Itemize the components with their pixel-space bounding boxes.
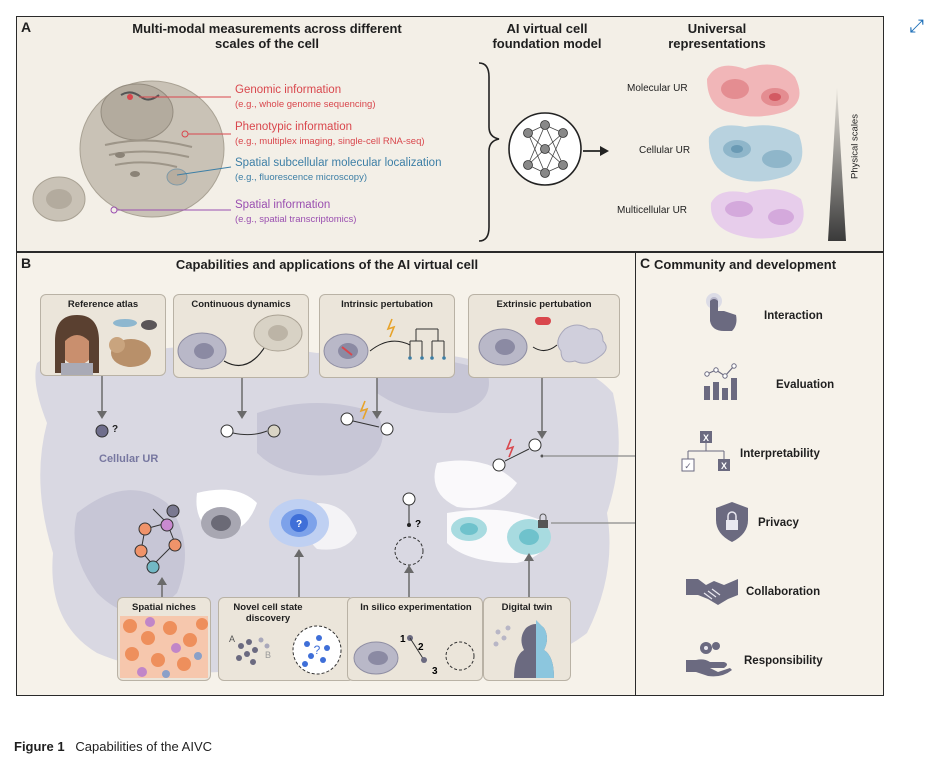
panel-b-title: Capabilities and applications of the AI … bbox=[175, 257, 479, 272]
extrinsic-illustration bbox=[478, 317, 607, 366]
card-extrinsic-perturbation-title: Extrinsic pertubation bbox=[496, 299, 592, 310]
info-genomic-sub: (e.g., whole genome sequencing) bbox=[235, 99, 376, 110]
info-spatial-sub: (e.g., spatial transcriptomics) bbox=[235, 214, 357, 225]
tree-check: ✓ bbox=[684, 461, 692, 471]
bar-chart-evaluation-icon bbox=[704, 363, 737, 400]
decision-tree-icon: X ✓ X bbox=[681, 431, 730, 472]
info-phenotypic-title: Phenotypic information bbox=[235, 121, 352, 133]
organisms-illustration bbox=[55, 315, 157, 375]
responsibility-label: Responsibility bbox=[744, 655, 823, 667]
card-extrinsic-perturbation: Extrinsic pertubation bbox=[468, 294, 620, 378]
physical-scales-label: Physical scales bbox=[849, 114, 861, 179]
panel-c-title: Community and development bbox=[654, 257, 837, 272]
tree-x-top: X bbox=[703, 433, 709, 443]
nucleus-illustration bbox=[100, 83, 174, 141]
interaction-label: Interaction bbox=[764, 310, 823, 322]
tree-x-bottom: X bbox=[721, 461, 727, 471]
dynamics-illustration bbox=[177, 314, 303, 370]
info-subcellular-sub: (e.g., fluorescence microscopy) bbox=[235, 172, 367, 183]
foundation-model-title: AI virtual cell foundation model bbox=[492, 21, 602, 51]
intrinsic-illustration bbox=[323, 318, 446, 369]
community-item-privacy: Privacy bbox=[636, 502, 885, 544]
expand-arrows-icon[interactable]: ⤢ bbox=[909, 16, 924, 36]
physical-scale-gradient bbox=[828, 87, 846, 241]
cellular-landscape: ? ? bbox=[35, 343, 635, 675]
lock-icon bbox=[538, 520, 548, 528]
figure-caption-text: Capabilities of the AIVC bbox=[75, 739, 212, 754]
in-silico-question-mark: ? bbox=[415, 519, 421, 530]
multicellular-ur-blob bbox=[710, 189, 804, 239]
digital-twin-illustration bbox=[493, 620, 554, 678]
molecular-ur-blob bbox=[707, 64, 800, 117]
arrow-icon bbox=[600, 146, 609, 156]
panel-a: A Multi-modal measurements across differ… bbox=[16, 16, 884, 252]
card-in-silico-title: In silico experimentation bbox=[360, 602, 472, 613]
card-continuous-dynamics: Continuous dynamics bbox=[173, 294, 309, 378]
community-item-evaluation: Evaluation bbox=[636, 363, 885, 406]
community-item-interpretability: X ✓ X Interpretability bbox=[636, 431, 885, 475]
discovery-illustration: A B ? bbox=[229, 625, 342, 675]
panel-a-graphics bbox=[32, 62, 846, 242]
card-reference-atlas-title: Reference atlas bbox=[67, 299, 139, 310]
community-item-responsibility: Responsibility bbox=[636, 642, 885, 682]
info-genomic-title: Genomic information bbox=[235, 84, 342, 96]
cluster-label-b: B bbox=[265, 650, 271, 660]
card-reference-atlas: Reference atlas bbox=[40, 294, 166, 376]
atlas-question-mark: ? bbox=[112, 424, 119, 435]
pill-icon bbox=[535, 317, 551, 325]
discovery-question-mark: ? bbox=[314, 643, 321, 657]
hand-gears-icon bbox=[686, 642, 732, 677]
panel-a-letter: A bbox=[21, 19, 32, 35]
card-digital-twin: Digital twin bbox=[483, 597, 571, 681]
card-spatial-niches-title: Spatial niches bbox=[132, 602, 196, 613]
tissue-illustration bbox=[120, 616, 208, 678]
collaboration-label: Collaboration bbox=[746, 586, 821, 598]
universal-representations-title: Universal representations bbox=[668, 21, 766, 51]
card-novel-cell-state: Novel cell state discovery A B ? bbox=[218, 597, 354, 681]
molecular-ur-label: Molecular UR bbox=[627, 83, 688, 94]
step-three-label: 3 bbox=[432, 666, 438, 677]
info-phenotypic-sub: (e.g., multiplex imaging, single-cell RN… bbox=[235, 136, 425, 147]
card-novel-cell-state-title: Novel cell state discovery bbox=[233, 602, 303, 624]
shield-lock-icon bbox=[716, 502, 748, 542]
evaluation-label: Evaluation bbox=[776, 379, 835, 391]
step-one-label: 1 bbox=[400, 634, 406, 645]
card-in-silico-experimentation: In silico experimentation 1 2 3 bbox=[347, 597, 483, 681]
card-intrinsic-perturbation-title: Intrinsic pertubation bbox=[341, 299, 433, 310]
card-spatial-niches: Spatial niches bbox=[117, 597, 211, 681]
card-digital-twin-title: Digital twin bbox=[501, 602, 553, 613]
cellular-ur-label: Cellular UR bbox=[639, 145, 691, 156]
handshake-icon bbox=[686, 579, 738, 605]
figure-caption: Figure 1 Capabilities of the AIVC bbox=[14, 739, 212, 754]
neural-network-icon bbox=[508, 112, 582, 186]
measurements-title: Multi-modal measurements across differen… bbox=[132, 21, 402, 51]
spatial-niche-network bbox=[134, 504, 182, 574]
cluster-label-a: A bbox=[229, 634, 235, 644]
panel-b: B Capabilities and applications of the A… bbox=[16, 252, 636, 696]
in-silico-illustration: 1 2 3 bbox=[353, 634, 475, 677]
interpretability-label: Interpretability bbox=[740, 448, 820, 460]
panel-c-letter: C bbox=[640, 255, 651, 271]
community-item-interaction: Interaction bbox=[636, 293, 885, 337]
cellular-ur-landscape-label: Cellular UR bbox=[99, 453, 159, 465]
cellular-ur-blob bbox=[708, 125, 803, 182]
card-intrinsic-perturbation: Intrinsic pertubation bbox=[319, 294, 455, 378]
panel-b-letter: B bbox=[21, 255, 32, 271]
card-continuous-dynamics-title: Continuous dynamics bbox=[191, 299, 291, 310]
brace-connector bbox=[478, 62, 500, 242]
step-two-label: 2 bbox=[418, 642, 424, 653]
privacy-label: Privacy bbox=[758, 517, 799, 529]
touch-interaction-icon bbox=[706, 293, 737, 331]
novel-state-question-mark: ? bbox=[296, 519, 302, 530]
figure-label: Figure 1 bbox=[14, 739, 65, 754]
community-item-collaboration: Collaboration bbox=[636, 573, 885, 613]
info-spatial-title: Spatial information bbox=[235, 199, 331, 211]
multicellular-ur-label: Multicellular UR bbox=[617, 205, 688, 216]
info-subcellular-title: Spatial subcellular molecular localizati… bbox=[235, 157, 442, 169]
panel-c: C Community and development Interaction … bbox=[635, 252, 884, 696]
